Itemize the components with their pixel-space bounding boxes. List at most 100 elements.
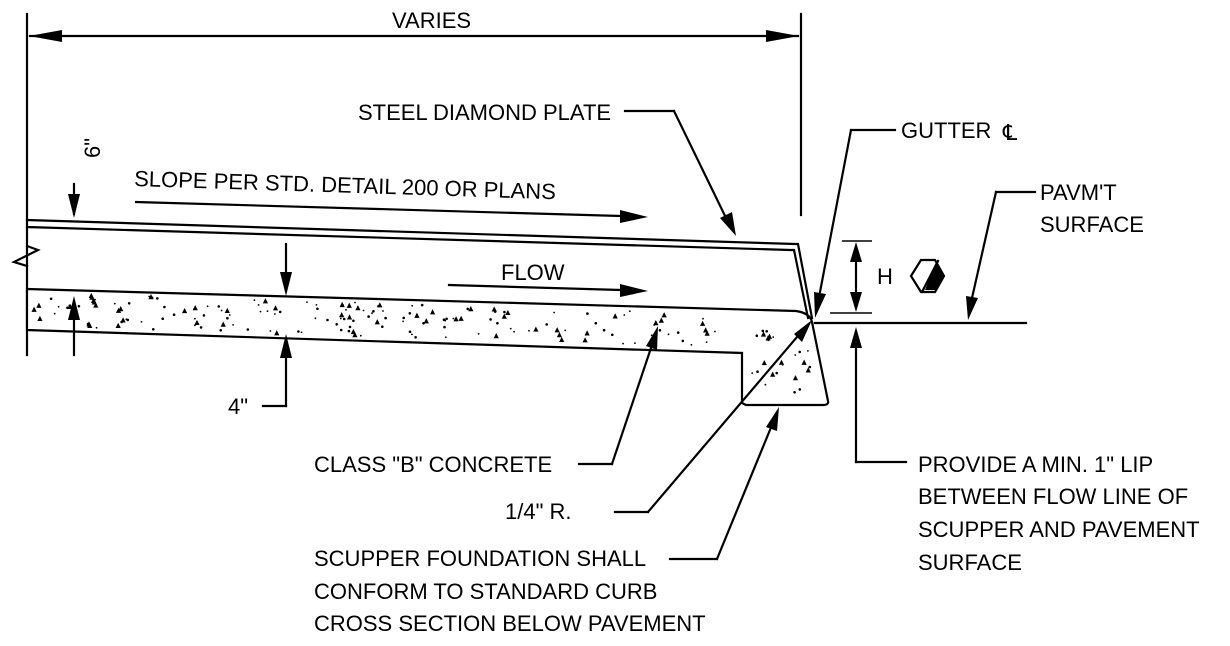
h-label: H [877,264,893,289]
aggregate-speck [408,312,412,315]
aggregate-speck [556,331,563,338]
aggregate-speck [765,335,771,341]
aggregate-speck [367,315,370,318]
aggregate-speck [792,375,799,381]
aggregate-speck [634,342,636,344]
aggregate-speck [232,324,235,326]
aggregate-speck [87,322,93,329]
aggregate-speck [650,334,653,337]
aggregate-speck [489,318,492,321]
aggregate-speck [751,372,754,374]
aggregate-speck [372,310,375,313]
pavmt-line2: SURFACE [1040,212,1144,237]
aggregate-speck [611,333,614,337]
aggregate-speck [458,315,464,321]
aggregate-speck [152,328,155,331]
aggregate-speck [125,318,128,321]
flow-annotation: FLOW [447,260,648,297]
aggregate-speck [194,317,196,320]
aggregate-speck [384,316,387,320]
aggregate-speck [202,314,206,317]
aggregate-speck [453,316,459,322]
aggregate-speck [594,321,598,325]
flow-label: FLOW [501,260,565,285]
aggregate-speck [274,313,276,315]
aggregate-speck [228,314,231,316]
aggregate-speck [775,371,778,375]
aggregate-speck [36,302,42,308]
slope-label: SLOPE PER STD. DETAIL 200 OR PLANS [134,166,556,204]
aggregate-speck [346,302,352,308]
aggregate-speck [342,317,346,321]
aggregate-speck [220,309,223,312]
lip-line1: PROVIDE A MIN. 1" LIP [918,452,1153,477]
aggregate-speck [269,330,272,332]
aggregate-speck [172,313,176,317]
six-inch-label: 6" [80,138,105,158]
found-line1: SCUPPER FOUNDATION SHALL [314,546,646,571]
aggregate-speck [411,333,413,336]
aggregate-speck [761,329,765,333]
aggregate-speck [623,314,626,316]
aggregate-speck [314,317,317,320]
break-line [11,244,41,268]
aggregate-speck [705,341,708,343]
aggregate-speck [422,322,425,325]
aggregate-speck [246,328,250,331]
aggregate-speck [266,310,269,312]
aggregate-speck [513,330,515,333]
aggregate-speck [219,329,222,332]
aggregate-speck [501,313,507,319]
aggregate-speck [690,343,693,346]
aggregate-speck [628,310,631,313]
aggregate-speck [533,326,539,332]
aggregate-speck [345,309,347,311]
aggregate-speck [700,320,706,326]
aggregate-speck [182,307,188,314]
aggregate-speck [113,302,116,305]
aggregate-speck [127,302,131,305]
aggregate-speck [206,305,209,308]
aggregate-speck [377,305,379,308]
centerline-symbol: ℄ [1002,120,1018,145]
concrete-slab [25,287,830,407]
steel-plate-label: STEEL DIAMOND PLATE [358,100,611,125]
aggregate-speck [68,304,71,308]
aggregate-speck [37,315,43,321]
aggregate-speck [714,330,716,333]
aggregate-speck [156,297,159,300]
aggregate-speck [274,330,280,336]
aggregate-speck [355,305,361,311]
aggregate-speck [272,305,279,311]
aggregate-speck [253,299,256,302]
aggregate-speck [612,313,618,319]
aggregate-speck [586,312,589,315]
aggregate-speck [622,342,624,345]
aggregate-speck [704,330,710,336]
aggregate-speck [306,301,308,303]
aggregate-speck [653,320,659,326]
aggregate-speck [602,328,606,332]
aggregate-speck [93,302,99,308]
aggregate-speck [509,327,512,330]
six-inch-dimension: 6" [68,138,105,357]
aggregate-speck [553,311,555,314]
steel-diamond-plate [25,218,814,320]
aggregate-speck [477,332,480,335]
lip-line4: SURFACE [918,550,1022,575]
class-b-label: CLASS "B" CONCRETE [314,452,552,477]
aggregate-speck [77,304,81,308]
aggregate-speck [346,314,353,320]
aggregate-speck [493,310,497,313]
aggregate-speck [807,350,809,352]
aggregate-speck [300,331,303,334]
aggregate-speck [411,304,414,307]
aggregate-speck [226,316,229,320]
aggregate-speck [192,305,198,311]
aggregate-speck [559,336,565,343]
aggregate-speck [402,316,406,320]
aggregate-speck [765,330,768,333]
aggregate-speck [756,370,759,374]
aggregate-speck [445,317,448,321]
